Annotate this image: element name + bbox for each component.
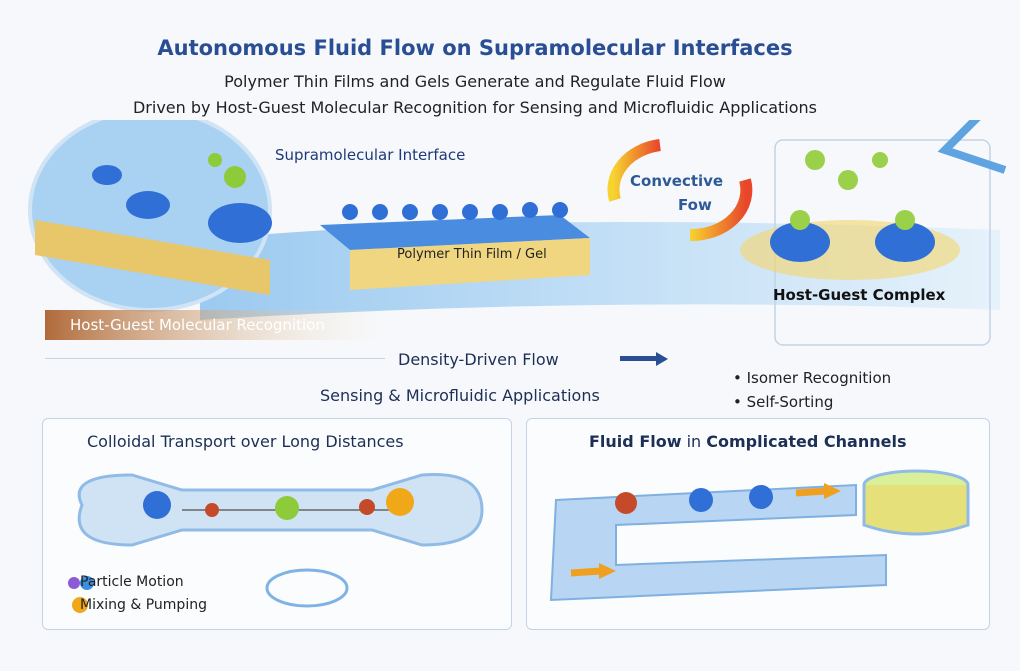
- film-label: Polymer Thin Film / Gel: [397, 247, 547, 262]
- arrow-icon: [599, 563, 616, 579]
- swirl-icon: [265, 568, 349, 608]
- complex-label: Host-Guest Complex: [773, 286, 946, 304]
- channel-illustration: [68, 472, 484, 613]
- bullet-2: • Self-Sorting: [733, 393, 834, 411]
- subtitle-line-2: Driven by Host-Guest Molecular Recogniti…: [132, 98, 818, 117]
- flow-label: Density-Driven Flow: [398, 350, 559, 369]
- title-part: Complicated Channels: [706, 432, 907, 451]
- arrow-icon: [824, 483, 841, 499]
- film-top: [320, 215, 590, 250]
- pipette-icon: [937, 120, 1007, 174]
- flow-arrow-icon: [620, 356, 660, 361]
- bullet-text: Self-Sorting: [746, 393, 834, 411]
- film-body: [350, 238, 590, 290]
- host-molecules: [92, 165, 272, 243]
- title-part: in: [681, 432, 707, 451]
- page-title: Autonomous Fluid Flow on Supramolecular …: [157, 36, 793, 60]
- recognition-label: Host-Guest Molecular Recognition: [70, 316, 325, 334]
- mixing-icon: [72, 597, 88, 613]
- bullet-1: • Isomer Recognition: [733, 369, 892, 387]
- applications-label: Sensing & Microfluidic Applications: [320, 386, 600, 405]
- bullet-text: Isomer Recognition: [746, 369, 892, 387]
- divider-left: [45, 358, 385, 359]
- convective-arrow-bottom: [689, 178, 753, 242]
- convective-label-1: Convective: [630, 172, 724, 190]
- legend-mixing-pumping: Mixing & Pumping: [80, 597, 207, 613]
- top-illustration: [28, 120, 1007, 346]
- interface-label: Supramolecular Interface: [275, 146, 466, 164]
- convective-label-2: Fow: [678, 196, 712, 214]
- subtitle-line-1: Polymer Thin Films and Gels Generate and…: [224, 72, 726, 91]
- flow-arrowhead-icon: [656, 352, 668, 366]
- panel-left-title: Colloidal Transport over Long Distances: [87, 432, 404, 451]
- title-part: Fluid Flow: [589, 432, 682, 451]
- gel-layer: [35, 220, 270, 295]
- legend-particle-motion: Particle Motion: [80, 574, 184, 590]
- particle-icon: [68, 577, 80, 589]
- convective-arrow-top: [607, 139, 661, 202]
- recognition-banner: [45, 310, 385, 340]
- panel-right-title: Fluid Flow in Complicated Channels: [589, 432, 906, 451]
- complicated-channel-illustration: [549, 469, 970, 602]
